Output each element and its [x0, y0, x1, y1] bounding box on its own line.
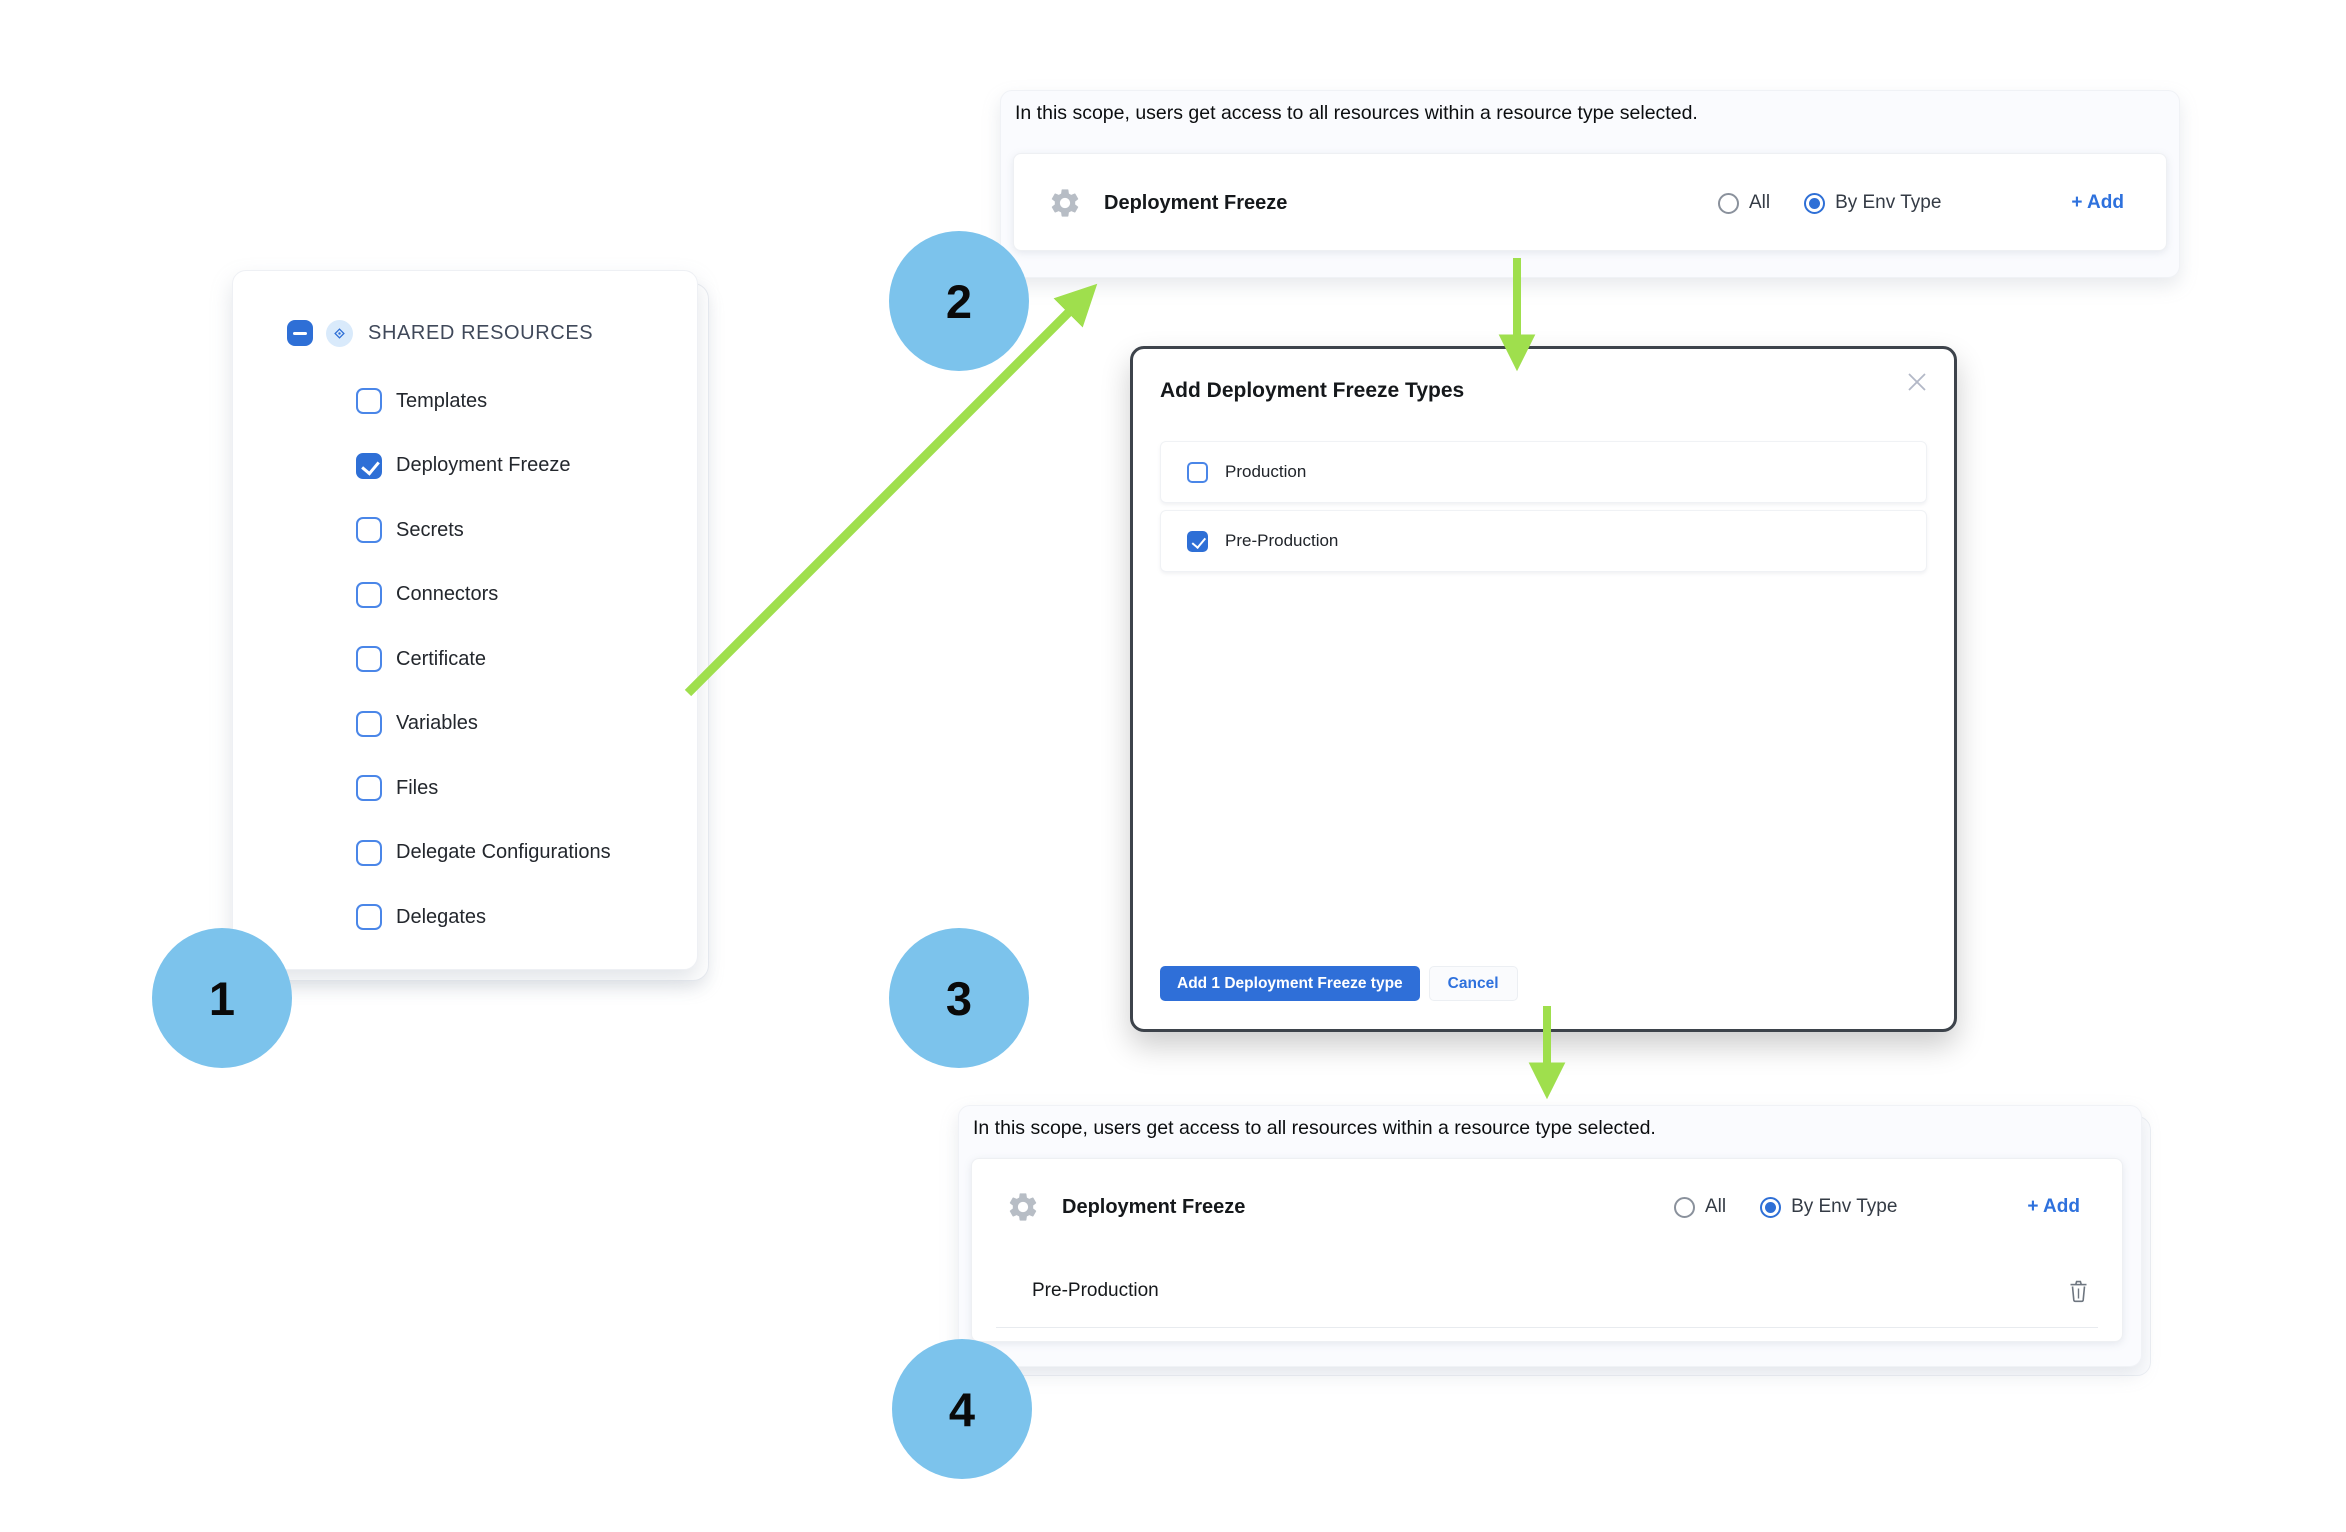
step-badge-1: 1: [152, 928, 292, 1068]
step-number: 4: [948, 1382, 976, 1436]
checkbox-icon[interactable]: [356, 646, 382, 673]
sidebar-item-label: Secrets: [396, 518, 464, 541]
radio-label: All: [1748, 192, 1771, 213]
scope-radio-group: All By Env Type: [1717, 192, 1941, 214]
option-pre-production[interactable]: Pre-Production: [1160, 510, 1927, 572]
sidebar-item-variables[interactable]: Variables: [233, 692, 697, 757]
modal-footer: Add 1 Deployment Freeze type Cancel: [1160, 966, 1518, 1001]
close-icon[interactable]: [1902, 367, 1932, 397]
add-deployment-freeze-types-modal: Add Deployment Freeze Types Production P…: [1130, 346, 1957, 1032]
resource-name: Deployment Freeze: [1104, 191, 1288, 214]
radio-option-all[interactable]: All: [1717, 192, 1771, 214]
step-number: 3: [945, 971, 973, 1025]
sidebar-item-label: Files: [396, 776, 439, 799]
radio-icon-selected[interactable]: [1760, 1196, 1782, 1218]
gear-icon: [1051, 189, 1079, 217]
sidebar-item-delegates[interactable]: Delegates: [233, 885, 697, 950]
trash-icon[interactable]: [2064, 1277, 2092, 1305]
row-divider: [996, 1327, 2098, 1328]
sidebar-item-secrets[interactable]: Secrets: [233, 498, 697, 563]
checkbox-icon[interactable]: [356, 775, 382, 802]
resource-card: Deployment Freeze All By Env Type + Add: [1013, 153, 2167, 251]
gear-icon: [1009, 1193, 1037, 1221]
checkbox-icon[interactable]: [356, 517, 382, 544]
selected-type-label: Pre-Production: [1032, 1280, 1159, 1301]
sidebar-item-label: Templates: [396, 389, 488, 412]
add-button[interactable]: + Add: [2071, 192, 2124, 213]
step-badge-3: 3: [889, 928, 1029, 1068]
shared-resources-header: SHARED RESOURCES: [287, 309, 697, 357]
arrow-sidebar-to-top-panel: [684, 283, 1098, 697]
checkbox-icon[interactable]: [356, 839, 382, 866]
add-freeze-type-button[interactable]: Add 1 Deployment Freeze type: [1160, 966, 1420, 1001]
sidebar-item-label: Deployment Freeze: [396, 454, 571, 477]
sidebar-item-templates[interactable]: Templates: [233, 369, 697, 434]
shared-resources-panel: SHARED RESOURCES Templates Deployment Fr…: [232, 270, 709, 981]
selected-type-row: Pre-Production: [972, 1255, 2122, 1327]
step-number: 2: [945, 274, 973, 328]
radio-label: By Env Type: [1791, 1196, 1898, 1217]
resource-row: Deployment Freeze All By Env Type + Add: [972, 1159, 2122, 1255]
scope-panel-top: In this scope, users get access to all r…: [1000, 90, 2180, 278]
resource-card: Deployment Freeze All By Env Type + Add …: [971, 1158, 2123, 1342]
option-label: Pre-Production: [1225, 531, 1339, 550]
sidebar-item-delegate-configurations[interactable]: Delegate Configurations: [233, 821, 697, 886]
checkbox-checked-icon[interactable]: [356, 452, 382, 479]
sidebar-item-deployment-freeze[interactable]: Deployment Freeze: [233, 434, 697, 499]
option-production[interactable]: Production: [1160, 441, 1927, 503]
checkbox-icon[interactable]: [1187, 461, 1208, 483]
radio-icon-selected[interactable]: [1804, 192, 1826, 214]
modal-title: Add Deployment Freeze Types: [1160, 379, 1465, 402]
sidebar-item-files[interactable]: Files: [233, 756, 697, 821]
checkbox-checked-icon[interactable]: [1187, 530, 1208, 552]
scope-panel-bottom: In this scope, users get access to all r…: [958, 1105, 2151, 1376]
radio-label: By Env Type: [1835, 192, 1942, 213]
radio-label: All: [1704, 1196, 1727, 1217]
radio-icon[interactable]: [1673, 1196, 1695, 1218]
sidebar-item-label: Delegates: [396, 905, 487, 928]
checkbox-icon[interactable]: [356, 710, 382, 737]
add-button[interactable]: + Add: [2027, 1196, 2080, 1217]
sidebar-item-label: Certificate: [396, 647, 487, 670]
scope-description: In this scope, users get access to all r…: [1015, 102, 1698, 124]
checkbox-icon[interactable]: [356, 388, 382, 415]
scope-description: In this scope, users get access to all r…: [973, 1117, 1656, 1139]
step-badge-2: 2: [889, 231, 1029, 371]
step-badge-4: 4: [892, 1339, 1032, 1479]
checkbox-icon[interactable]: [356, 581, 382, 608]
step-number: 1: [208, 971, 236, 1025]
scope-radio-group: All By Env Type: [1673, 1196, 1897, 1218]
sidebar-item-label: Delegate Configurations: [396, 841, 611, 864]
sidebar-item-connectors[interactable]: Connectors: [233, 563, 697, 628]
resource-name: Deployment Freeze: [1062, 1195, 1246, 1218]
radio-option-by-env-type[interactable]: By Env Type: [1760, 1196, 1897, 1218]
freeze-type-options: Production Pre-Production: [1160, 441, 1927, 579]
radio-option-by-env-type[interactable]: By Env Type: [1804, 192, 1941, 214]
resource-type-list: Templates Deployment Freeze Secrets Conn…: [233, 369, 697, 950]
sidebar-item-label: Connectors: [396, 583, 499, 606]
resource-row: Deployment Freeze All By Env Type + Add: [1014, 154, 2166, 252]
radio-option-all[interactable]: All: [1673, 1196, 1727, 1218]
sidebar-item-certificate[interactable]: Certificate: [233, 627, 697, 692]
indeterminate-checkbox-icon[interactable]: [287, 320, 313, 346]
checkbox-icon[interactable]: [356, 904, 382, 931]
shared-resources-icon: [326, 319, 353, 347]
option-label: Production: [1225, 462, 1307, 481]
sidebar-item-label: Variables: [396, 712, 478, 735]
panel-title: SHARED RESOURCES: [368, 321, 594, 344]
radio-icon[interactable]: [1717, 192, 1739, 214]
cancel-button[interactable]: Cancel: [1428, 966, 1518, 1001]
